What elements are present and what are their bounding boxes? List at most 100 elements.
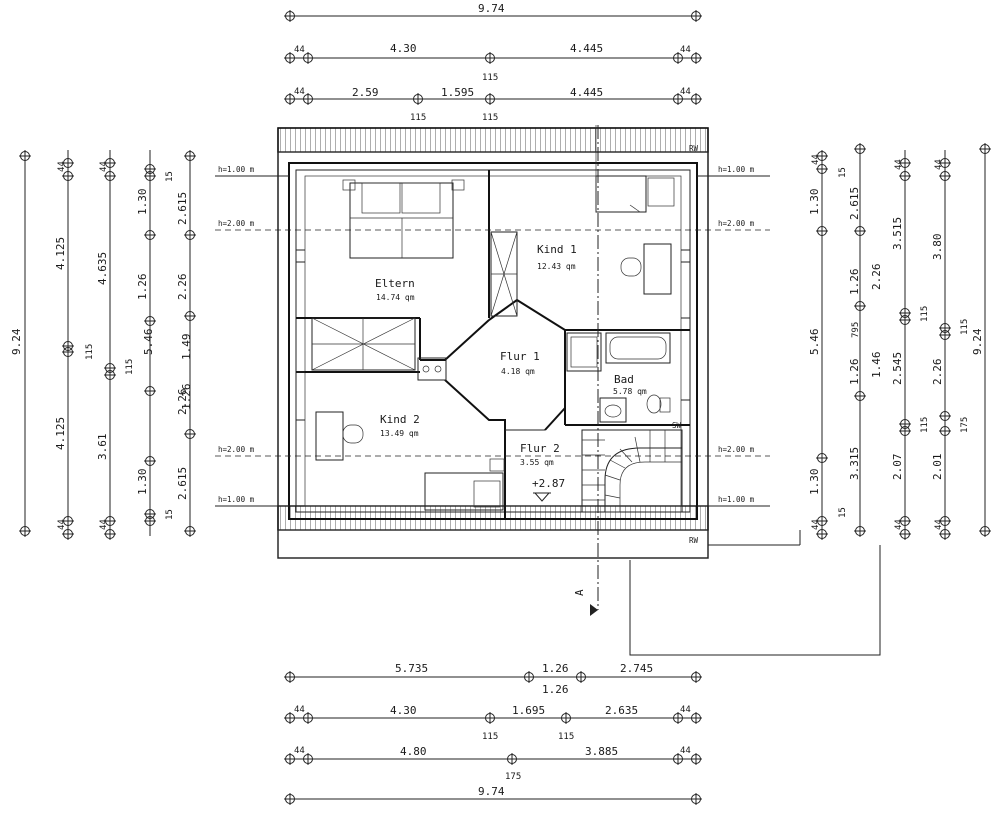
dim-bot3-d: 3.885 <box>585 745 618 758</box>
window-marks <box>296 249 690 421</box>
interior-walls <box>296 170 690 520</box>
height-lines <box>215 175 770 507</box>
h-label-6: h=2.00 m <box>718 445 755 454</box>
dim-right1-b: 1.30 <box>808 189 821 216</box>
dim-right4-f: 2.01 <box>931 454 944 481</box>
dim-bot-total: 9.74 <box>478 785 505 798</box>
room-flur1-area: 4.18 qm <box>501 367 535 376</box>
dim-right1-g: 44 <box>811 519 821 530</box>
dim-bot2-e: 115 <box>558 732 574 742</box>
rw-label-bottom: RW <box>689 536 699 545</box>
dim-right3-c: 115 <box>920 306 930 322</box>
dim-right3-e: 115 <box>920 417 930 433</box>
room-flur2-name: Flur 2 <box>520 442 560 455</box>
bad-fixtures <box>566 332 671 423</box>
roof-overhang <box>277 127 709 559</box>
staircase <box>581 429 683 513</box>
dim-top3-c: 115 <box>410 113 426 123</box>
dim-right2-f: 15 <box>838 507 848 518</box>
room-bad-name: Bad <box>614 373 634 386</box>
dim-top3-f: 4.445 <box>570 86 603 99</box>
room-eltern-name: Eltern <box>375 277 415 290</box>
dim-right1-a: 44 <box>811 154 821 165</box>
dim-right3-b: 3.515 <box>891 217 904 250</box>
dim-right4-d: 2.26 <box>931 359 944 386</box>
dim-left3-c: 115 <box>125 359 135 375</box>
dim-top3-e: 115 <box>482 113 498 123</box>
dim-right-total: 9.24 <box>971 328 984 355</box>
dim-left4-f: 15 <box>165 171 175 182</box>
dim-left2-a: 44 <box>57 161 67 172</box>
dim-left5-a: 2.615 <box>176 192 189 225</box>
dim-left4-c: 1.49 <box>180 334 193 361</box>
dim-left2-c: 115 <box>85 344 95 360</box>
dim-left5-b: 2.26 <box>176 274 189 301</box>
flur1-counter <box>417 357 447 381</box>
kind1-wardrobe <box>490 231 518 317</box>
dim-top2-a: 44 <box>294 45 305 55</box>
dim-left3-f: 44 <box>99 519 109 530</box>
eltern-wardrobe <box>311 317 416 371</box>
dim-left5-c: 2.26 <box>176 389 189 416</box>
dim-right1-c: 1.26 <box>848 269 861 296</box>
h-label-5: h=2.00 m <box>218 445 255 454</box>
dim-left4-a: 1.30 <box>136 189 149 216</box>
dim-top3-d: 1.595 <box>441 86 474 99</box>
dim-left4-e: 1.30 <box>136 469 149 496</box>
room-kind1-name: Kind 1 <box>537 243 577 256</box>
dim-bot2-f: 2.635 <box>605 704 638 717</box>
dim-left4-g: 15 <box>165 509 175 520</box>
dim-right2-a: 15 <box>838 167 848 178</box>
dim-right1-f: 1.30 <box>808 469 821 496</box>
dim-top3-b: 2.59 <box>352 86 379 99</box>
dim-right3-d: 2.545 <box>891 352 904 385</box>
dim-left-total: 9.24 <box>10 328 23 355</box>
dim-bot1-b: 1.26 <box>542 662 569 675</box>
room-bad-area: 5.78 qm <box>613 387 647 396</box>
rw-label-top: RW <box>689 144 699 153</box>
dim-right1-h: 795 <box>851 322 861 338</box>
exterior-walls <box>288 162 698 520</box>
dim-bot3-b: 4.80 <box>400 745 427 758</box>
sw-label: SW <box>672 421 682 430</box>
bottom-dimensions: 5.735 1.26 2.745 1.26 44 4.30 115 1.695 … <box>284 662 702 805</box>
room-flur1-name: Flur 1 <box>500 350 540 363</box>
dim-left4-b: 1.26 <box>136 274 149 301</box>
dim-right2-c: 2.26 <box>870 264 883 291</box>
dim-bot1-c: 2.745 <box>620 662 653 675</box>
dim-right3-f: 2.07 <box>891 454 904 481</box>
dim-right2-b: 2.615 <box>848 187 861 220</box>
dim-right3-a: 44 <box>894 159 904 170</box>
dim-right3-g: 44 <box>894 519 904 530</box>
dim-left3-e: 3.61 <box>96 434 109 461</box>
dim-bot2-b: 4.30 <box>390 704 417 717</box>
dim-left3-a: 44 <box>99 161 109 172</box>
level-marker <box>533 492 551 502</box>
section-line-a <box>590 125 881 656</box>
dim-right4-a: 44 <box>934 159 944 170</box>
left-dimensions: 9.24 44 4.125 115 4.125 44 44 4.635 115 … <box>10 150 196 540</box>
dim-bot2-c: 115 <box>482 732 498 742</box>
dim-top2-e: 44 <box>680 45 691 55</box>
h-label-2: h=1.00 m <box>718 165 755 174</box>
room-flur2-area: 3.55 qm <box>520 458 554 467</box>
dim-bot3-c: 175 <box>505 772 521 782</box>
kind2-desk <box>315 411 505 511</box>
dim-top-total: 9.74 <box>478 2 505 15</box>
eltern-bed <box>342 179 465 259</box>
room-kind2-name: Kind 2 <box>380 413 420 426</box>
dim-right4-g: 44 <box>934 519 944 530</box>
dim-right4-b: 3.80 <box>931 234 944 261</box>
dim-right2-e: 3.315 <box>848 447 861 480</box>
dim-top2-c: 115 <box>482 73 498 83</box>
dim-right2-d: 1.46 <box>870 352 883 379</box>
dim-left2-e: 44 <box>57 519 67 530</box>
room-kind2-area: 13.49 qm <box>380 429 419 438</box>
dim-right4-e: 175 <box>960 417 970 433</box>
kind1-desk <box>595 125 675 295</box>
top-dimensions: 9.74 44 4.30 115 4.445 44 44 2.59 115 1.… <box>284 2 702 123</box>
dim-left2-b: 4.125 <box>54 237 67 270</box>
room-eltern-area: 14.74 qm <box>376 293 415 302</box>
right-dimensions: 44 1.30 1.26 5.46 1.26 1.30 44 795 15 2.… <box>808 143 991 540</box>
dim-left2-d: 4.125 <box>54 417 67 450</box>
